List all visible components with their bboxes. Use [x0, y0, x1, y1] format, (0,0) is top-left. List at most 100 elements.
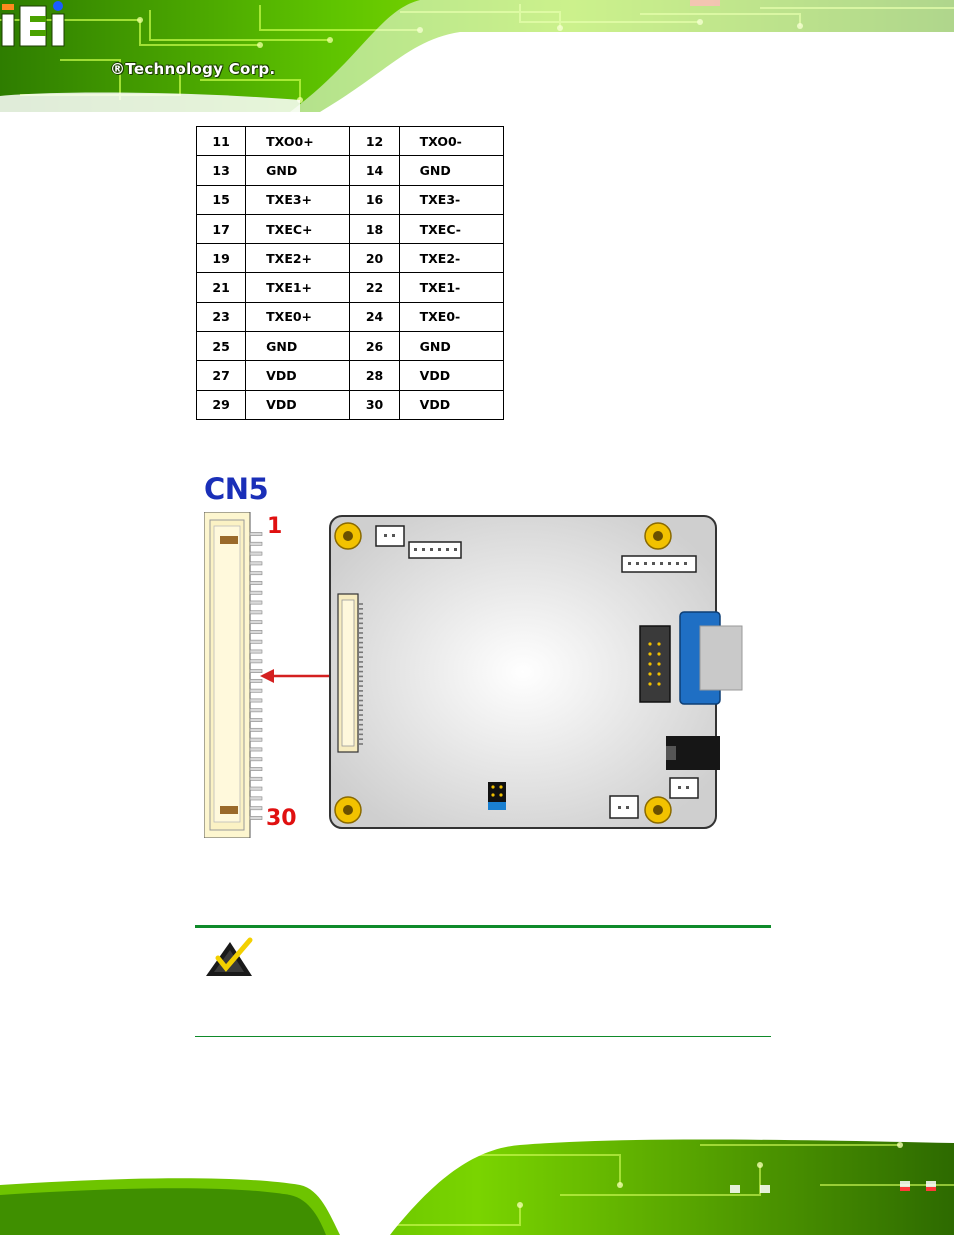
pin-signal: TXO0+ [245, 125, 351, 157]
pin-number: 20 [349, 243, 400, 274]
page-header: ®Technology Corp. [0, 0, 954, 112]
pin-number: 11 [195, 125, 247, 157]
pin-number: 30 [349, 389, 400, 420]
board-connector-pin [358, 603, 363, 605]
board-illustration [329, 515, 743, 829]
pin-signal: VDD [398, 389, 505, 420]
connector-pin [249, 551, 263, 556]
pin-signal: VDD [398, 360, 505, 391]
connector-pin [249, 747, 263, 752]
connector-pin [249, 649, 263, 654]
pin-signal: TXEC- [398, 213, 505, 245]
board-connector-pin [358, 665, 363, 668]
pin-number: 27 [195, 360, 247, 391]
pin-number: 28 [349, 360, 400, 391]
connector-pin [249, 532, 263, 536]
connector-pin [249, 727, 263, 732]
pin-number: 14 [349, 155, 400, 186]
pin-number: 19 [195, 243, 247, 274]
pin-signal: TXO0- [398, 125, 505, 157]
circuit-board-banner [0, 1125, 954, 1235]
connector-pins [249, 532, 263, 820]
board-connector-pin [358, 636, 363, 639]
pin-number: 29 [195, 389, 247, 420]
connector-pin [249, 581, 263, 585]
board-connector-pin [358, 719, 363, 721]
pin-signal: TXE1- [398, 272, 505, 303]
pin-signal: GND [398, 331, 505, 362]
board-connector-pin [358, 699, 363, 702]
pin-number: 21 [195, 272, 247, 303]
board-connector-pin [358, 608, 363, 610]
board-connector-pin [358, 670, 363, 673]
connector-pin [249, 816, 263, 820]
pin-number: 13 [195, 155, 247, 186]
connector-pin [249, 796, 263, 801]
pin-number: 26 [349, 331, 400, 362]
connector-pin [249, 757, 263, 762]
board-connector-pin [358, 641, 363, 644]
company-name: ®Technology Corp. [110, 60, 276, 78]
pin-signal: GND [245, 331, 351, 362]
board-connector-pin [358, 709, 363, 712]
pin-number: 24 [349, 301, 400, 333]
board-connector-pin [358, 694, 363, 697]
circuit-board-banner [0, 0, 954, 112]
board-connector-pin [358, 680, 363, 683]
pin-signal: TXE2+ [245, 243, 351, 274]
pin-number: 25 [195, 331, 247, 362]
board-connector-pin [358, 656, 363, 658]
board-connector-pin [358, 743, 363, 745]
connector-pin [249, 708, 263, 713]
pin-signal: TXE1+ [245, 272, 351, 303]
board-connector-pin [358, 704, 363, 707]
board-connector-pin [358, 728, 363, 731]
pin-signal: VDD [245, 360, 351, 391]
note-box [195, 925, 771, 1037]
connector-pin [249, 620, 263, 625]
board-connector-pin [358, 723, 363, 726]
connector-pin [249, 610, 263, 615]
connector-pin [249, 659, 263, 664]
board-connector-pin [358, 661, 363, 663]
connector-pin [249, 630, 263, 634]
board-connector-pin [358, 675, 363, 678]
connector-pin [249, 669, 263, 674]
iei-logo [1, 1, 65, 47]
pin-30-label: 30 [266, 806, 297, 831]
board-connector-pin [358, 617, 363, 620]
board-connector-pin [358, 714, 363, 716]
pin-signal: TXEC+ [245, 213, 351, 245]
connector-pin [249, 688, 263, 693]
connector-pin [249, 776, 263, 781]
connector-pin [249, 767, 263, 771]
pin-signal: TXE3+ [245, 184, 351, 215]
connector-pin [249, 737, 263, 742]
connector-diagram: CN5 1 30 [196, 472, 756, 844]
pin-number: 12 [349, 125, 400, 157]
connector-closeup [204, 512, 263, 838]
pin-signal: VDD [245, 389, 351, 420]
board-connector-pin [358, 685, 363, 687]
pin-signal: GND [398, 155, 505, 186]
connector-pin [249, 561, 263, 566]
connector-pin [249, 571, 263, 576]
page-footer [0, 1125, 954, 1235]
board-connector-pin [358, 646, 363, 649]
pin-signal: GND [245, 155, 351, 186]
pin-number: 17 [195, 213, 247, 245]
connector-pin [249, 639, 263, 644]
connector-pin [249, 718, 263, 722]
connector-pin [249, 590, 263, 595]
pin-number: 22 [349, 272, 400, 303]
pin-number: 16 [349, 184, 400, 215]
pin-signal: TXE0- [398, 301, 505, 333]
